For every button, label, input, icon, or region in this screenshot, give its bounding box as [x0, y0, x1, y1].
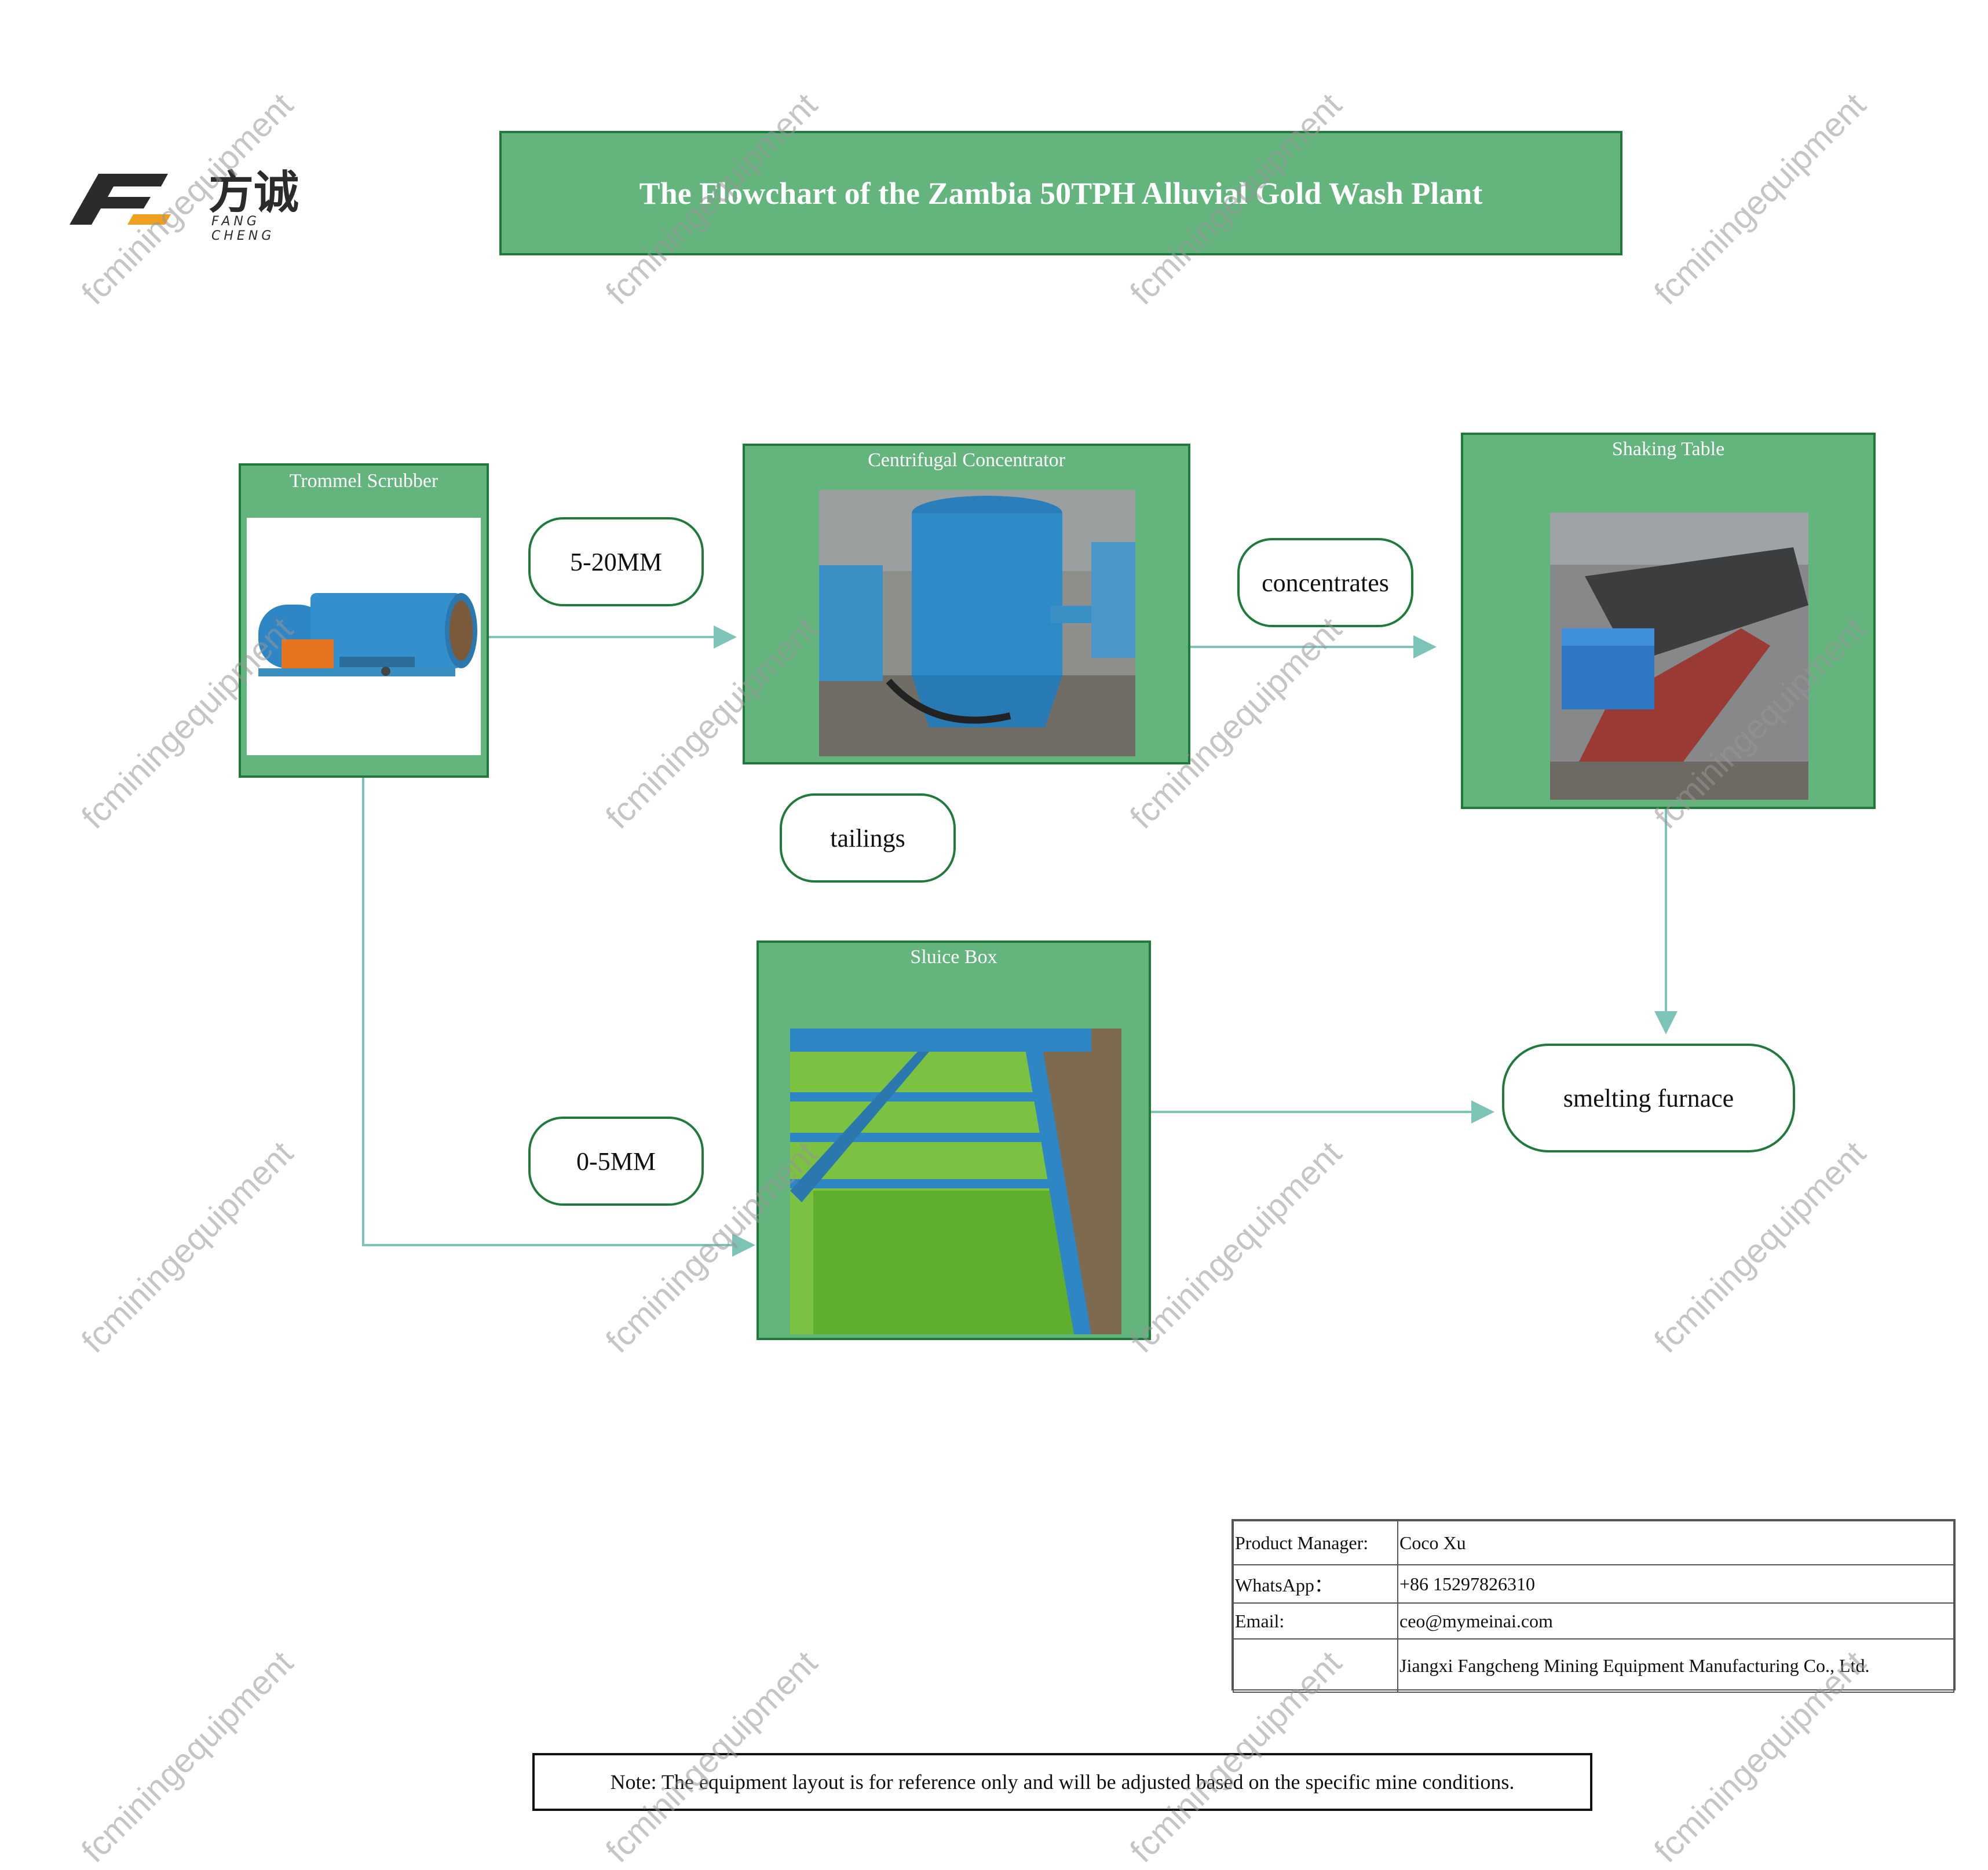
email-value: ceo@mymeinai.com	[1397, 1602, 1954, 1640]
trommel-scrubber-image	[247, 518, 481, 755]
label-concentrates: concentrates	[1237, 538, 1413, 627]
trommel-scrubber-label: Trommel Scrubber	[289, 470, 438, 492]
label-tailings: tailings	[780, 793, 956, 883]
arrow-trommel-to-sluice	[362, 776, 755, 1257]
shaking-table-label: Shaking Table	[1611, 438, 1725, 460]
label-0-5mm: 0-5MM	[528, 1117, 704, 1206]
email-label: Email:	[1233, 1602, 1398, 1640]
sluice-box-image	[790, 1029, 1121, 1334]
smelting-furnace-node: smelting furnace	[1502, 1044, 1795, 1152]
fangcheng-logo-icon	[70, 174, 171, 225]
company-label-cell	[1233, 1638, 1398, 1693]
shaking-table-image	[1550, 513, 1808, 800]
contact-table: Product Manager: Coco Xu WhatsApp： +86 1…	[1231, 1519, 1956, 1693]
disclaimer-note: Note: The equipment layout is for refere…	[532, 1753, 1592, 1811]
manager-value: Coco Xu	[1397, 1520, 1954, 1565]
centrifugal-concentrator-label: Centrifugal Concentrator	[868, 449, 1065, 471]
trommel-scrubber-box: Trommel Scrubber	[239, 463, 489, 778]
label-5-20mm: 5-20MM	[528, 517, 704, 606]
company-value: Jiangxi Fangcheng Mining Equipment Manuf…	[1397, 1638, 1954, 1693]
disclaimer-note-text: Note: The equipment layout is for refere…	[610, 1770, 1515, 1794]
logo-brand-cn: 方诚	[209, 167, 299, 219]
title-banner: The Flowchart of the Zambia 50TPH Alluvi…	[499, 131, 1622, 255]
centrifugal-concentrator-box: Centrifugal Concentrator	[743, 444, 1190, 764]
whatsapp-label: WhatsApp：	[1233, 1564, 1398, 1604]
centrifugal-concentrator-image	[819, 490, 1135, 756]
logo-brand-en: FANG CHENG	[211, 214, 275, 243]
company-logo: 方诚 FANG CHENG	[64, 156, 324, 243]
manager-label: Product Manager:	[1233, 1520, 1398, 1565]
whatsapp-value: +86 15297826310	[1397, 1564, 1954, 1604]
page-title: The Flowchart of the Zambia 50TPH Alluvi…	[639, 175, 1483, 211]
sluice-box-box: Sluice Box	[757, 941, 1151, 1340]
shaking-table-box: Shaking Table	[1461, 433, 1876, 809]
sluice-box-label: Sluice Box	[910, 946, 997, 968]
